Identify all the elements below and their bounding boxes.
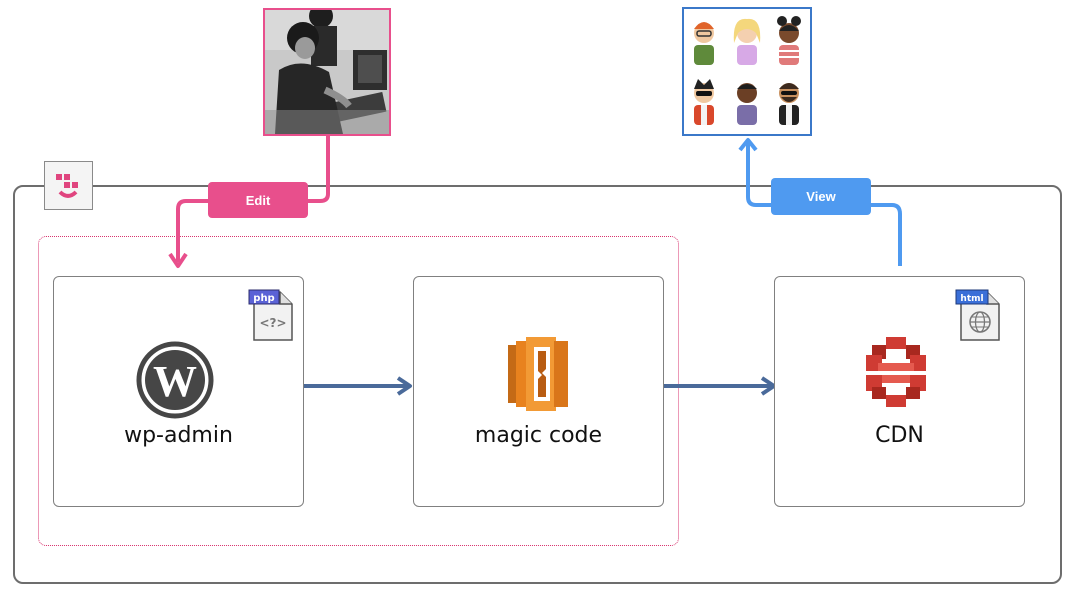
view-pill: View: [771, 178, 871, 215]
avatar-3: [777, 16, 801, 65]
edit-zone-group: [38, 236, 679, 546]
avatar-4: [694, 79, 714, 125]
aws-lambda-icon: [506, 337, 570, 411]
view-arrowhead: [738, 138, 758, 152]
avatar-2: [733, 18, 761, 65]
brand-logo: [44, 161, 93, 210]
php-file-icon: php <?>: [248, 286, 296, 342]
avatar-6: [779, 83, 799, 125]
svg-text:W: W: [153, 357, 197, 406]
php-symbol-text: <?>: [259, 316, 286, 330]
cdn-label: CDN: [875, 423, 924, 448]
aws-cloudfront-icon: [864, 335, 928, 409]
editors-photo: [263, 8, 391, 136]
magic-code-label: magic code: [474, 423, 603, 448]
php-tag-text: php: [253, 293, 274, 304]
edit-pill-label: Edit: [245, 192, 271, 208]
wordpress-icon: W: [136, 341, 214, 419]
view-pill-label: View: [806, 189, 836, 204]
html-tag-text: html: [960, 294, 983, 304]
wp-admin-label: wp-admin: [124, 423, 233, 448]
html-file-icon: html: [955, 286, 1005, 342]
avatar-5: [737, 83, 757, 125]
wp-admin-node: php <?> W wp-admin: [53, 276, 304, 507]
edit-arrowhead: [168, 252, 188, 268]
viewers-avatars: [682, 7, 812, 136]
edit-pill: Edit: [208, 182, 308, 218]
magic-code-node: magic code: [413, 276, 664, 507]
avatar-1: [694, 22, 714, 65]
cdn-node: html CDN: [774, 276, 1025, 507]
